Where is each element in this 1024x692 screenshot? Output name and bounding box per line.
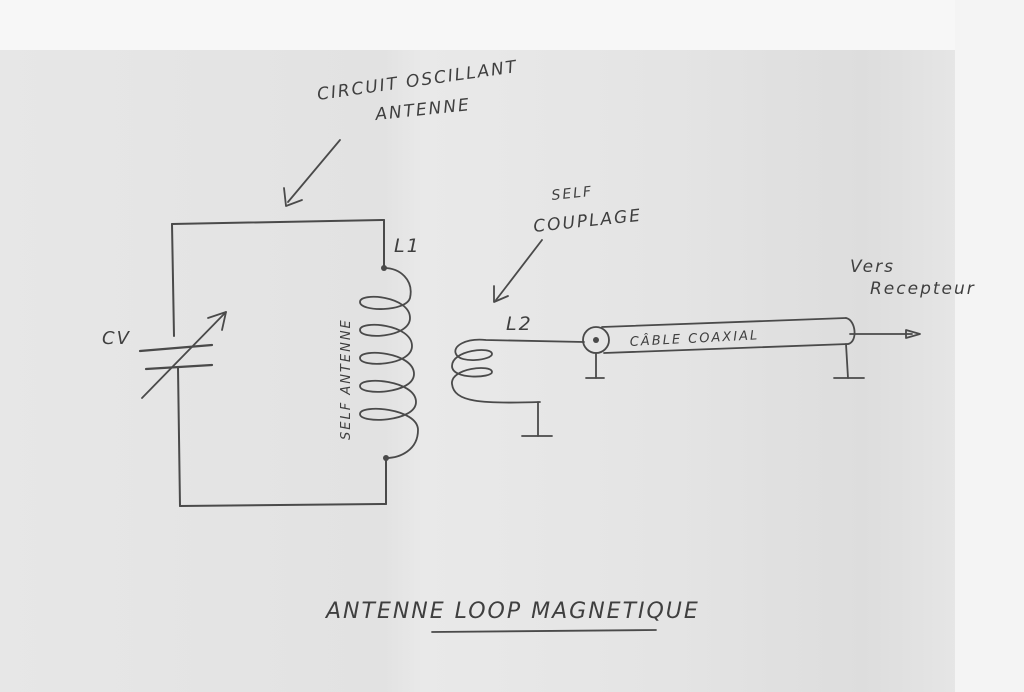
coil-l1-label: L1 xyxy=(394,235,421,257)
annotation-coupling-coil-line1: SELF xyxy=(551,184,594,204)
page-margin-top xyxy=(0,0,1024,52)
capacitor-label: CV xyxy=(102,328,131,349)
annotation-oscillating-circuit-line2: ANTENNE xyxy=(373,95,471,125)
diagram-title: ANTENNE LOOP MAGNETIQUE xyxy=(324,599,700,624)
annotation-coupling-coil-line2: COUPLAGE xyxy=(532,206,642,237)
receiver-annotation-line1: Vers xyxy=(850,257,895,277)
paper-background xyxy=(0,50,960,692)
antenna-coil-l1 xyxy=(359,265,419,461)
antenna-coil-label: SELF ANTENNE xyxy=(339,318,354,440)
loop-wire-top xyxy=(171,219,385,225)
coax-connector-symbol xyxy=(582,326,610,379)
variable-capacitor-symbol xyxy=(138,311,227,399)
coax-cable-label: CÂBLE COAXIAL xyxy=(629,327,759,350)
receiver-annotation-line2: Recepteur xyxy=(870,279,976,299)
loop-wire-bottom xyxy=(179,503,387,507)
coupling-coil-l2 xyxy=(451,338,585,404)
coupling-coil-pointer-arrow xyxy=(493,239,543,303)
ground-symbol-l2 xyxy=(521,401,553,437)
loop-wire-left-lower xyxy=(177,367,181,507)
title-underline xyxy=(431,629,657,633)
annotation-oscillating-circuit-line1: CIRCUIT OSCILLANT xyxy=(316,57,519,105)
oscillating-circuit-pointer-arrow xyxy=(283,139,341,207)
coil-l2-label: L2 xyxy=(506,313,533,335)
loop-wire-left-upper xyxy=(171,223,175,337)
page-margin-right xyxy=(955,0,1024,692)
coaxial-cable xyxy=(601,317,921,379)
